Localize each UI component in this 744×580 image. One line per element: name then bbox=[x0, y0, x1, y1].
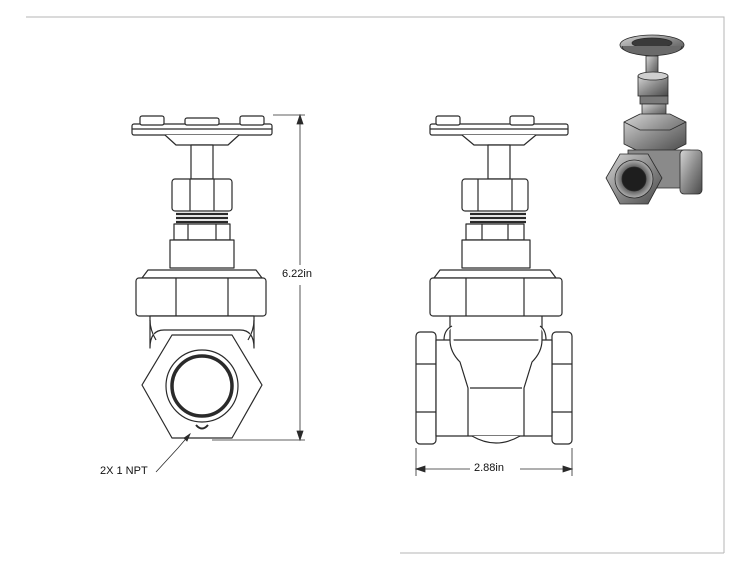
body-front bbox=[141, 315, 263, 439]
front-view bbox=[131, 115, 273, 439]
stem-side bbox=[487, 144, 511, 180]
isometric-render bbox=[605, 34, 703, 205]
height-dimension bbox=[212, 113, 305, 442]
bonnet-front bbox=[169, 223, 235, 269]
bonnet-hex-side bbox=[429, 269, 563, 317]
width-dimension bbox=[414, 448, 574, 476]
stem-threads-side bbox=[470, 212, 526, 224]
handwheel-side bbox=[429, 115, 569, 146]
bonnet-hex-front bbox=[135, 269, 267, 317]
thread-leader bbox=[155, 432, 191, 473]
sheet-border bbox=[26, 16, 725, 553]
handwheel-front bbox=[131, 115, 273, 146]
stem-front bbox=[190, 144, 214, 180]
height-dimension-label: 6.22in bbox=[282, 268, 312, 280]
packing-nut-front bbox=[171, 178, 233, 212]
packing-nut-side bbox=[461, 178, 529, 212]
stem-threads-front bbox=[176, 212, 228, 224]
iso-bonnet bbox=[623, 113, 687, 153]
width-dimension-label: 2.88in bbox=[474, 462, 504, 474]
bonnet-side bbox=[461, 223, 531, 269]
thread-callout-label: 2X 1 NPT bbox=[100, 465, 148, 477]
side-view bbox=[415, 115, 573, 445]
port-inner bbox=[170, 354, 234, 418]
body-side bbox=[415, 316, 573, 445]
